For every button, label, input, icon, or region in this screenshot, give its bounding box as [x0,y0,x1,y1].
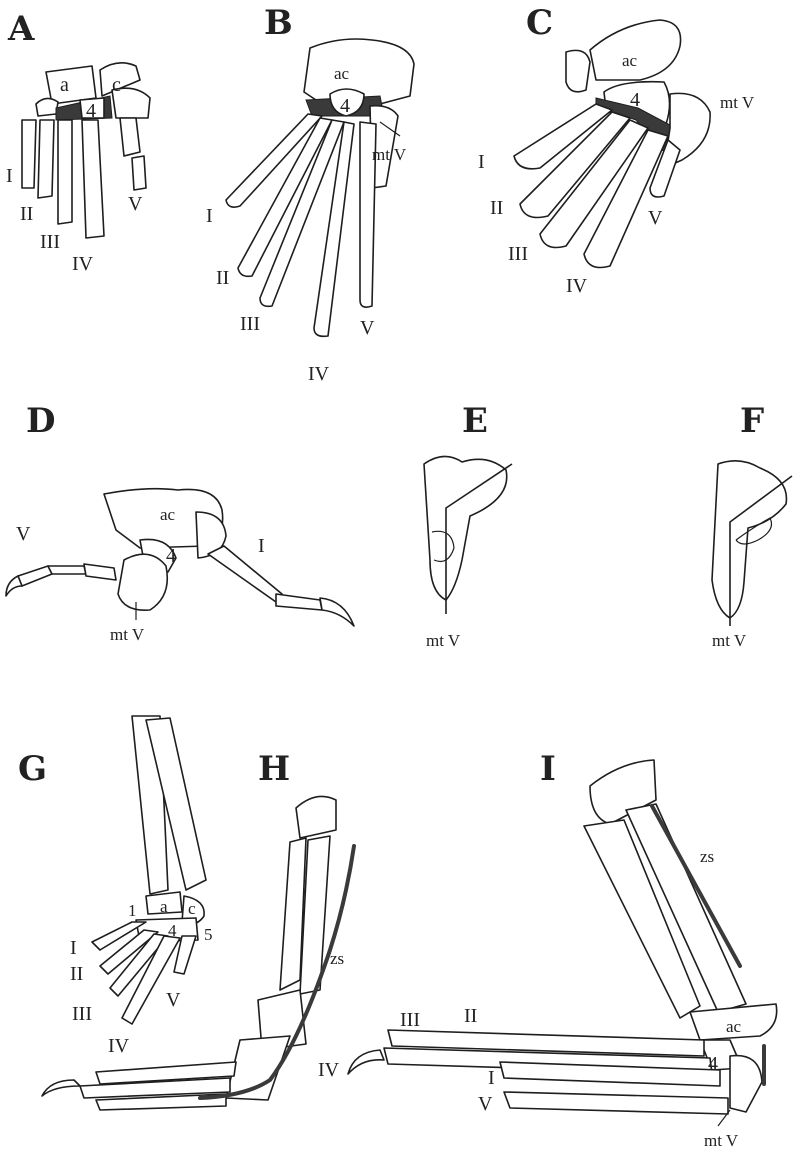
label-f-mtV: mt V [712,631,747,650]
label-g-c: c [188,899,196,918]
label-b-IV: IV [308,363,330,385]
label-c-IV: IV [566,275,588,297]
panel-a: A a c 4 I II III IV V [6,9,150,275]
label-i-4: 4 [708,1053,718,1075]
label-g-II: II [70,963,83,985]
label-b-II: II [216,267,229,289]
label-g-I: I [70,937,77,959]
label-a-a: a [60,74,69,96]
label-a-II: II [20,203,33,225]
label-d-I: I [258,535,265,557]
panel-d: D V ac 4 I mt V [6,401,354,644]
panel-b-bones [226,39,414,336]
panel-letter-h: H [258,749,290,789]
label-i-mtV: mt V [704,1131,739,1150]
panel-i: I zs III II ac 4 I V mt V [348,749,777,1150]
panel-f: F mt V [712,401,792,650]
panel-letter-i: I [540,749,556,789]
panel-g: G 1 a c 4 5 I II III IV V [18,716,213,1057]
label-i-III: III [400,1009,420,1031]
label-a-I: I [6,165,13,187]
panel-letter-e: E [462,401,488,441]
label-a-III: III [40,231,60,253]
label-c-ac: ac [622,51,638,70]
label-c-III: III [508,243,528,265]
label-g-5: 5 [204,925,213,944]
panel-c-bones [514,20,710,268]
panel-d-bones [6,489,354,626]
label-b-mtV: mt V [372,145,407,164]
label-g-1: 1 [128,901,137,920]
label-a-IV: IV [72,253,94,275]
panel-b: B ac 4 mt V I II III IV V [206,3,414,385]
label-h-IV: IV [318,1059,340,1081]
label-d-V: V [16,523,31,545]
label-d-ac: ac [160,505,176,524]
label-b-ac: ac [334,64,350,83]
label-b-III: III [240,313,260,335]
label-a-c: c [112,74,121,96]
panel-letter-d: D [26,401,55,441]
label-g-V: V [166,989,181,1011]
label-a-4: 4 [86,100,96,122]
label-b-4: 4 [340,95,350,117]
panel-letter-g: G [18,749,47,789]
panel-g-bones [92,716,206,1024]
panel-letter-a: A [7,9,35,49]
panel-letter-f: F [740,401,764,441]
panel-c: C ac 4 mt V I II III IV V [478,3,755,297]
label-c-4: 4 [630,89,640,111]
panel-e: E mt V [424,401,512,650]
label-c-II: II [490,197,503,219]
label-i-zs: zs [700,847,714,866]
label-d-mtV: mt V [110,625,145,644]
panel-letter-b: B [264,3,293,43]
panel-f-bones [712,461,792,626]
label-b-I: I [206,205,213,227]
label-i-ac: ac [726,1017,742,1036]
label-i-I: I [488,1067,495,1089]
panel-h: H zs IV [42,749,354,1110]
label-d-4: 4 [166,545,176,567]
label-c-I: I [478,151,485,173]
label-g-IV: IV [108,1035,130,1057]
label-c-mtV: mt V [720,93,755,112]
panel-e-bones [424,456,512,614]
panel-letter-c: C [526,3,553,43]
label-b-V: V [360,317,375,339]
label-i-II: II [464,1005,477,1027]
label-e-mtV: mt V [426,631,461,650]
label-g-III: III [72,1003,92,1025]
label-c-V: V [648,207,663,229]
label-h-zs: zs [330,949,344,968]
label-g-a: a [160,897,168,916]
label-i-V: V [478,1093,493,1115]
label-g-4: 4 [168,921,177,940]
label-a-V: V [128,193,143,215]
